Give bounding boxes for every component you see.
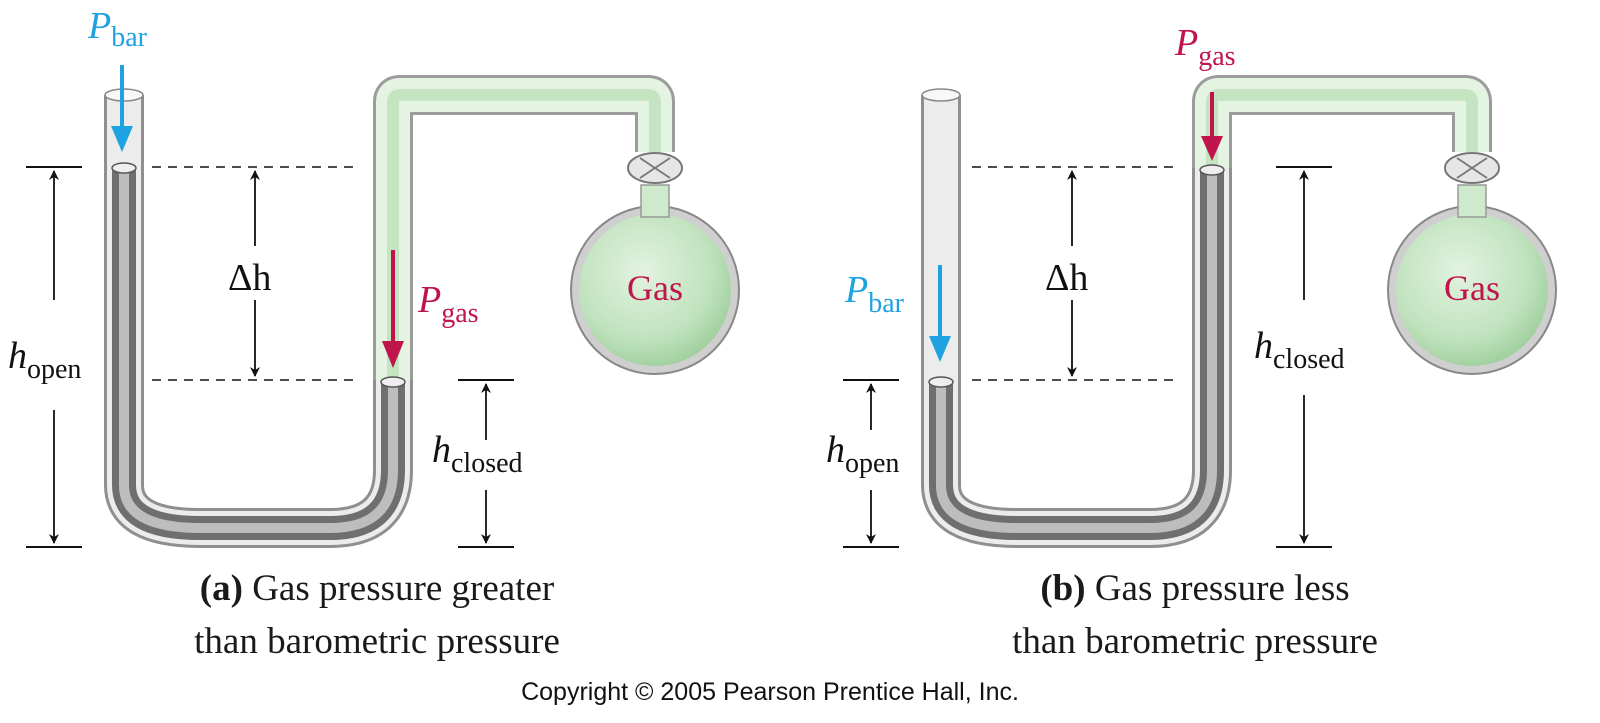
mercury-column-a: [112, 168, 405, 540]
h-open-label-b: hopen: [826, 429, 899, 479]
p-bar-arrow-a: [111, 65, 133, 152]
p-bar-label-b: Pbar: [844, 269, 905, 319]
gas-bulb-label-a: Gas: [627, 268, 683, 308]
p-gas-arrow-b: [1201, 92, 1223, 161]
u-tube-b: [921, 95, 1232, 548]
stopcock-valve-a: [627, 152, 683, 184]
p-gas-label-a: Pgas: [417, 279, 479, 329]
delta-h-label-b: Δh: [1045, 257, 1088, 299]
caption-a-line1: (a) Gas pressure greater: [200, 568, 554, 609]
u-tube-a: [104, 95, 413, 548]
h-open-label-a: hopen: [8, 335, 81, 385]
caption-a-line2: than barometric pressure: [194, 621, 560, 662]
panel-b: hopen Δh hclosed Pbar Pgas Gas (b) Gas p…: [826, 22, 1557, 662]
gas-bulb-a: [570, 184, 740, 375]
copyright-notice: Copyright © 2005 Pearson Prentice Hall, …: [521, 678, 1019, 706]
p-bar-label-a: Pbar: [87, 5, 148, 53]
p-bar-arrow-b: [929, 265, 951, 362]
mercury-column-b: [929, 170, 1224, 540]
panel-a: hopen Δh hclosed Pbar Pgas Gas (a) Gas p…: [8, 5, 740, 662]
h-closed-label-a: hclosed: [432, 429, 523, 479]
gas-bulb-label-b: Gas: [1444, 268, 1500, 308]
caption-b-line1: (b) Gas pressure less: [1040, 568, 1349, 609]
h-closed-label-b: hclosed: [1254, 325, 1345, 375]
p-gas-label-b: Pgas: [1174, 22, 1236, 72]
caption-b-line2: than barometric pressure: [1012, 621, 1378, 662]
p-gas-arrow-a: [382, 250, 404, 368]
gas-bulb-b: [1387, 184, 1557, 375]
stopcock-valve-b: [1444, 152, 1500, 184]
delta-h-label-a: Δh: [228, 257, 271, 299]
